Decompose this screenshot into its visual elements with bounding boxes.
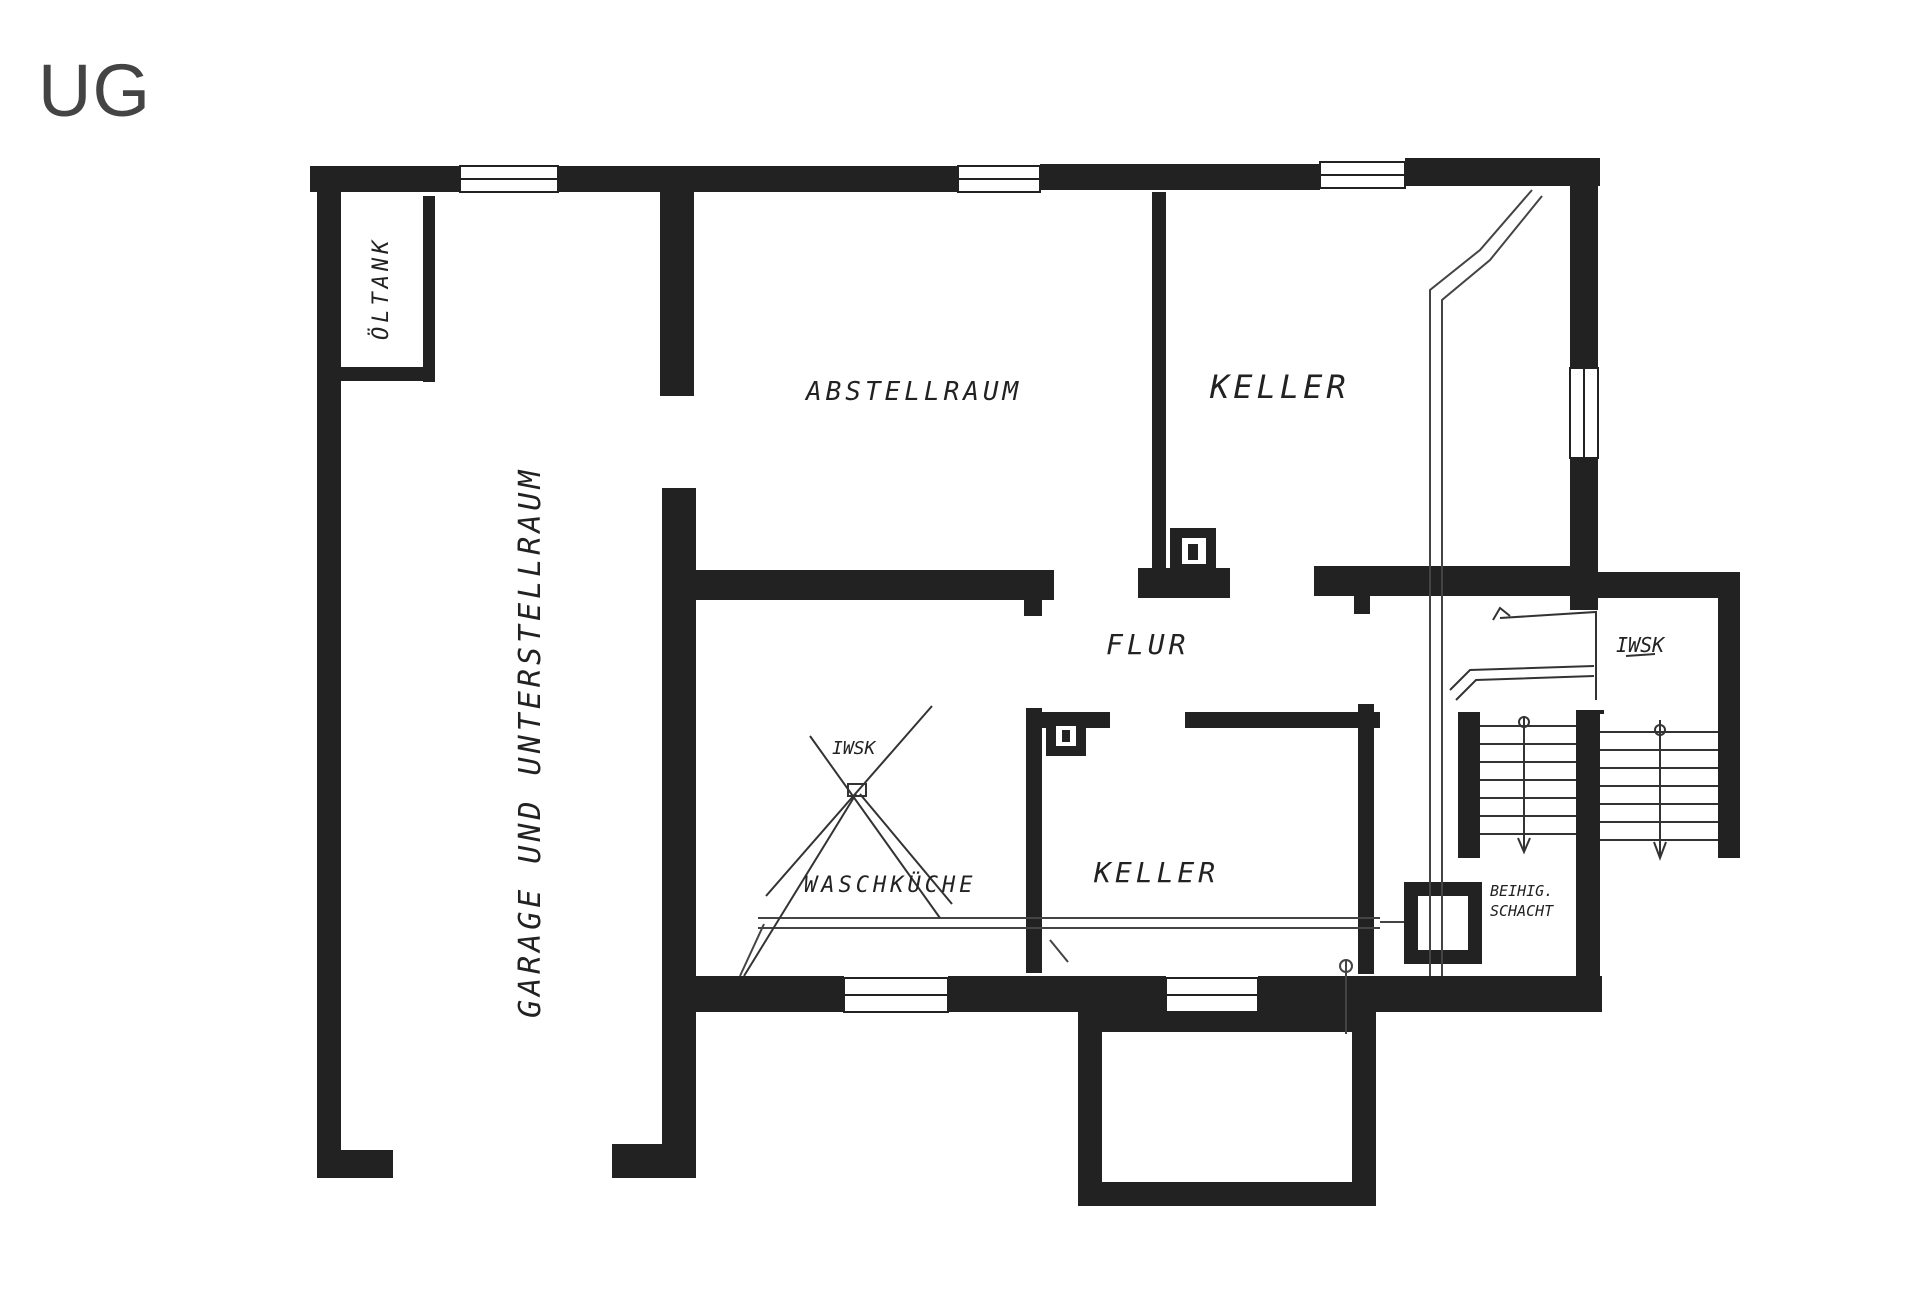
window-top-keller [1319, 161, 1406, 189]
wall-oeltank-right [423, 196, 435, 382]
wall-partition-lower [662, 488, 696, 1178]
wall-bottom-a [694, 976, 844, 1012]
label-schacht-line1: BEIHIG. [1490, 882, 1553, 900]
wall-stair-left [1458, 712, 1480, 858]
wall-bottom-b [948, 976, 1166, 1012]
stairs [1449, 606, 1718, 861]
wall-oeltank-bottom [341, 367, 435, 381]
window-bottom-wasch [843, 977, 949, 1013]
wall-keller-top [1185, 712, 1380, 728]
wall-well-left [1078, 1012, 1102, 1206]
pipes [739, 189, 1543, 1034]
wall-top-mid-a [558, 166, 958, 192]
wall-bottom-c [1258, 976, 1602, 1012]
label-garage: GARAGE UND UNTERSTELLRAUM [513, 466, 548, 1018]
chimney-flues [1062, 544, 1198, 742]
label-abstellraum: ABSTELLRAUM [804, 377, 1022, 407]
wall-right-upper [1570, 158, 1598, 368]
wall-mid-right-stub [1354, 594, 1370, 614]
wall-mid-left [694, 570, 1054, 600]
wall-annex-right [1718, 572, 1740, 858]
label-flur: FLUR [1106, 628, 1189, 661]
wall-top-mid-b [1040, 164, 1320, 190]
wall-right-lower [1598, 710, 1604, 714]
wall-well-right [1352, 1012, 1376, 1206]
wall-abstell-keller [1152, 192, 1166, 582]
label-iwsk-stair: IWSK [1616, 633, 1666, 657]
wall-mid-left-stub [1024, 598, 1042, 616]
label-oeltank: ÖLTANK [368, 237, 394, 340]
wall-partition-upper [660, 166, 694, 396]
window-right-keller [1569, 367, 1599, 459]
window-bottom-keller [1165, 977, 1259, 1013]
walls [310, 158, 1740, 1206]
wall-stair-inner [1576, 710, 1600, 1010]
wall-top-left [310, 166, 460, 192]
label-iwsk-wasch: IWSK [832, 738, 877, 759]
wall-well-bottom [1078, 1182, 1376, 1206]
window-top-abstell [957, 165, 1041, 193]
label-keller-bottom: KELLER [1093, 856, 1219, 889]
waschkueche-fixture [743, 705, 953, 977]
wall-top-right [1405, 158, 1600, 186]
window-top-garage [459, 165, 559, 193]
wall-well-top [1078, 1012, 1372, 1032]
floor-label: UG [38, 49, 151, 132]
wall-mid-right [1314, 566, 1590, 596]
wall-annex-top [1598, 572, 1738, 598]
windows [459, 161, 1599, 1013]
wall-partition-foot [612, 1144, 696, 1178]
wall-keller-right [1358, 704, 1374, 974]
label-waschkueche: WASCHKÜCHE [804, 872, 976, 898]
wall-wasch-keller [1026, 708, 1042, 973]
wall-garage-bottom-left [317, 1150, 393, 1178]
label-keller-top: KELLER [1209, 368, 1350, 406]
label-schacht-line2: SCHACHT [1490, 902, 1554, 920]
wall-garage-left [317, 166, 341, 1178]
